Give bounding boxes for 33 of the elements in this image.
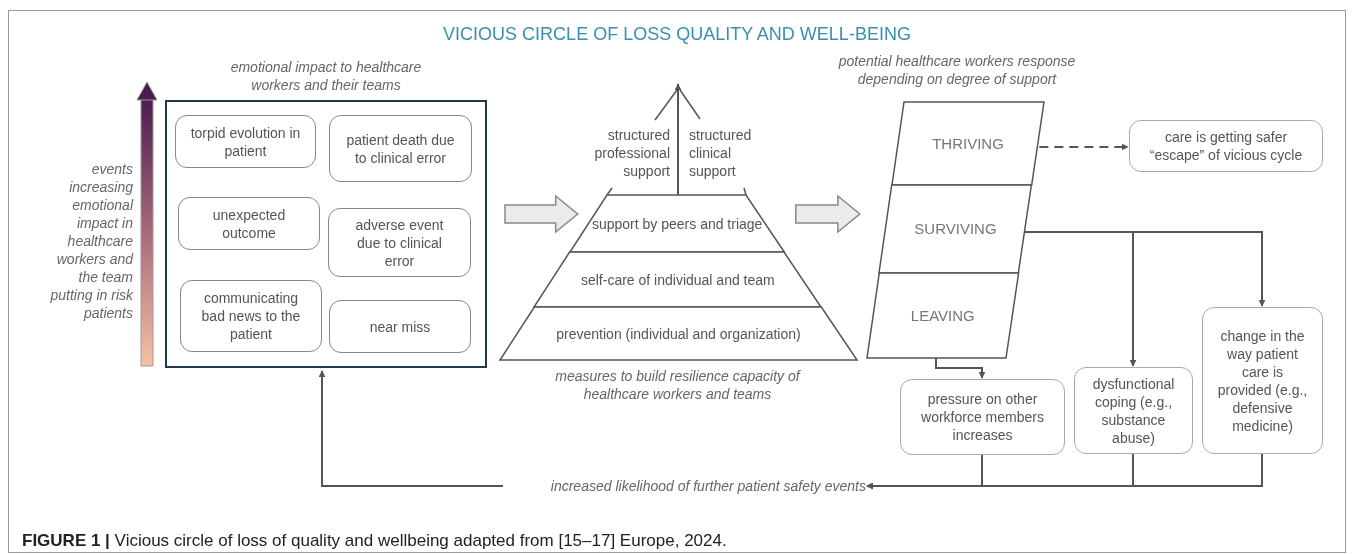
pyramid-level: support by peers and triage xyxy=(570,195,785,252)
apex-text: structured clinical support xyxy=(689,126,753,180)
events-container xyxy=(165,58,487,368)
text-box: care is getting safer “escape” of vicious cycle xyxy=(1129,120,1323,172)
text-box: pressure on other workforce members increases xyxy=(900,379,1065,455)
pyramid-caption: measures to build resilience capacity of healthcare workers and teams xyxy=(554,367,802,403)
response-level: THRIVING xyxy=(892,102,1044,185)
text-box: unexpected outcome xyxy=(178,197,320,250)
arrow xyxy=(1038,143,1129,151)
block-arrow xyxy=(504,194,579,234)
arrow xyxy=(866,453,1263,490)
apex-text: structured professional support xyxy=(593,126,670,180)
figure-caption: FIGURE 1 | Vicious circle of loss of quality and wellbeing adapted from [15–17] Europe, 2024. xyxy=(22,531,728,552)
text-box: patient death due to clinical error xyxy=(329,115,472,182)
pyramid-level: self-care of individual and team xyxy=(534,252,822,307)
text-box: dysfunctional coping (e.g., substance abuse) xyxy=(1074,367,1193,454)
text-box: torpid evolution in patient xyxy=(175,115,316,168)
text-box: adverse event due to clinical error xyxy=(328,208,471,277)
text-box: communicating bad news to the patient xyxy=(180,280,322,352)
block-arrow xyxy=(795,194,861,234)
side-label: events increasing emotional impact in healthcare workers and the team putting in risk patients xyxy=(49,160,133,322)
arrow xyxy=(935,357,986,379)
response-level: SURVIVING xyxy=(879,185,1032,273)
pyramid-level: prevention (individual and organization) xyxy=(500,307,857,360)
text-box: near miss xyxy=(329,300,471,353)
text-box: change in the way patient care is provided (e.g., defensive medicine) xyxy=(1202,307,1323,454)
arrow xyxy=(674,83,682,196)
container-heading: emotional impact to healthcare workers and their teams xyxy=(229,58,423,94)
diagram-title: VICIOUS CIRCLE OF LOSS QUALITY AND WELL-BEING xyxy=(442,24,912,46)
stack-heading: potential healthcare workers response depending on degree of support xyxy=(837,52,1077,88)
response-level: LEAVING xyxy=(867,273,1019,358)
note-text: increased likelihood of further patient safety events xyxy=(505,477,866,496)
arrow xyxy=(318,370,504,487)
